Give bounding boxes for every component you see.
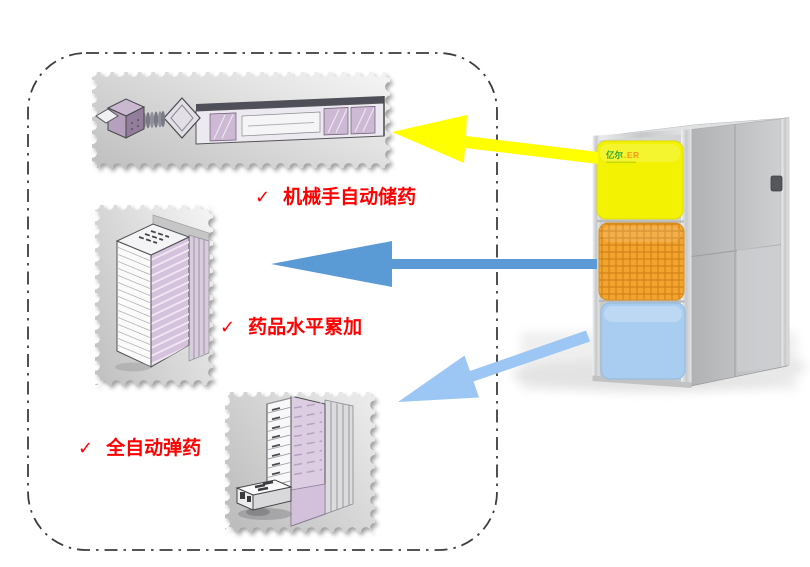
checkmark-icon: ✓ <box>220 317 236 338</box>
feature-label-horizontal-stacking: ✓ 药品水平累加 <box>220 316 362 339</box>
dispensing-cabinet: 亿尔 .ER <box>512 117 807 392</box>
side-handle <box>770 175 783 192</box>
feature-text: 药品水平累加 <box>248 317 363 338</box>
bottom-arrow <box>398 330 590 402</box>
cabinet-panel-middle-door <box>598 222 685 301</box>
top-arrow <box>392 115 598 164</box>
tray-tower-illustration <box>115 214 210 372</box>
machine-logo-en: .ER <box>624 150 640 160</box>
dashed-rounded-frame <box>27 52 498 551</box>
robotic-arm-rail-stamp <box>92 72 390 168</box>
feature-text: 机械手自动储药 <box>283 187 417 208</box>
feature-text: 全自动弹药 <box>106 438 202 459</box>
checkmark-icon: ✓ <box>255 187 271 208</box>
machine-logo-tagline-bar <box>606 161 636 164</box>
cabinet-panel-top-door <box>596 140 684 220</box>
dispense-unit-illustration <box>235 395 354 527</box>
checkmark-icon: ✓ <box>78 438 94 459</box>
tray-stack-tower-stamp <box>95 205 213 385</box>
machine-logo-cn: 亿尔 <box>606 150 624 160</box>
cabinet-panel-bottom-door <box>600 302 686 380</box>
robotic-arm-illustration <box>95 96 385 145</box>
cabinet-back-post <box>780 117 790 368</box>
feature-label-robotic-storage: ✓ 机械手自动储药 <box>255 186 416 209</box>
middle-arrow <box>271 241 597 287</box>
feature-label-auto-dispense: ✓ 全自动弹药 <box>78 437 201 460</box>
auto-dispense-unit-stamp <box>225 392 375 532</box>
